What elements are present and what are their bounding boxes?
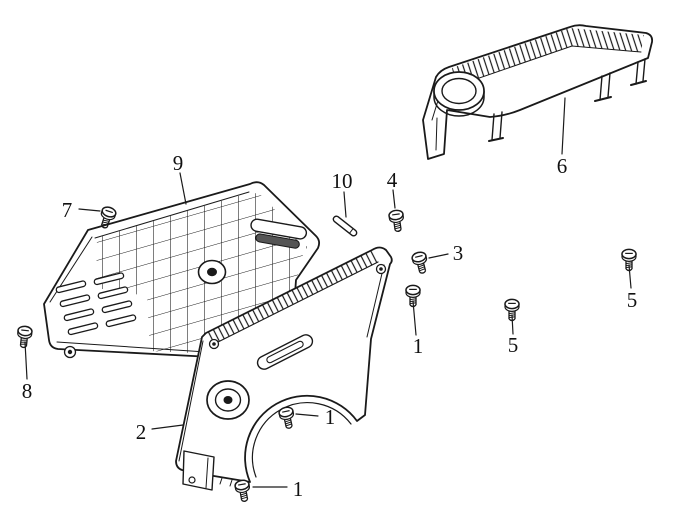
louver-slot bbox=[105, 314, 137, 328]
leg-pin bbox=[491, 111, 503, 141]
part-9-corner-grommet bbox=[63, 345, 77, 359]
callout-7: 7 bbox=[62, 198, 73, 222]
louver-slot bbox=[59, 294, 91, 308]
screw-part-8 bbox=[15, 324, 34, 349]
callout-8: 8 bbox=[22, 379, 33, 403]
part-2-arch-inner-edge bbox=[251, 402, 352, 478]
part-2-flange-inner-edge bbox=[211, 261, 379, 346]
callout-4: 4 bbox=[387, 168, 398, 192]
louver-slot bbox=[55, 280, 87, 294]
callout-9: 9 bbox=[173, 151, 184, 175]
leader-line-4 bbox=[392, 189, 396, 209]
callout-5-mid: 5 bbox=[508, 333, 519, 357]
part-9-grille-panel bbox=[43, 181, 321, 359]
part-2-outline bbox=[175, 246, 393, 483]
part-10-pin bbox=[332, 215, 358, 237]
leader-line-9 bbox=[179, 172, 187, 205]
part-6-top-cover bbox=[422, 24, 654, 160]
louver-slot bbox=[97, 286, 129, 300]
leader-line-8 bbox=[24, 341, 28, 380]
leader-line-10 bbox=[343, 191, 347, 218]
port-inner-rim bbox=[441, 77, 477, 105]
boss-hub bbox=[223, 396, 233, 404]
leg-foot bbox=[630, 80, 647, 86]
louver-slot bbox=[67, 322, 99, 336]
tab-hole bbox=[188, 476, 196, 484]
leg-pin bbox=[635, 58, 646, 85]
leader-lines bbox=[24, 97, 632, 488]
part-6-band-inner-edge bbox=[455, 45, 642, 87]
part-2-slot bbox=[256, 334, 314, 370]
callout-3: 3 bbox=[453, 241, 464, 265]
louver-slot bbox=[93, 272, 125, 286]
part-6-mount-legs bbox=[488, 58, 647, 142]
pin-end-line bbox=[349, 228, 354, 234]
part-2-arch-panel bbox=[175, 246, 393, 491]
part-2-corner-tab bbox=[182, 450, 215, 491]
slot-inner bbox=[266, 340, 304, 364]
louver-slot bbox=[63, 308, 95, 322]
part-2-screw-hole-top-left bbox=[208, 338, 220, 350]
screw-part-4 bbox=[387, 208, 406, 234]
leader-line-6 bbox=[561, 97, 566, 155]
hole-inner bbox=[379, 267, 383, 271]
leg-foot bbox=[594, 96, 612, 102]
screw-part-1-bottom bbox=[233, 478, 253, 504]
part-2-left-inner-edge bbox=[178, 340, 204, 462]
pin-body bbox=[332, 215, 358, 237]
callout-labels: 9 7 10 4 3 6 5 5 1 8 2 1 1 bbox=[22, 151, 638, 501]
bracket-inner bbox=[255, 233, 300, 249]
part-9-handle-bracket bbox=[250, 218, 308, 249]
part-9-louver-slots bbox=[55, 272, 137, 336]
boss-hub bbox=[207, 267, 217, 277]
louver-slot bbox=[101, 300, 133, 314]
leader-line-1-top bbox=[412, 300, 417, 336]
part-6-round-port bbox=[433, 71, 485, 117]
leader-line-5-right bbox=[628, 264, 632, 289]
grommet-inner bbox=[67, 349, 73, 355]
port-collar bbox=[433, 90, 485, 117]
boss-mid-ring bbox=[214, 388, 242, 412]
part-2-hatched-flange bbox=[206, 250, 378, 345]
part-9-center-boss bbox=[197, 259, 227, 285]
callout-1-mid: 1 bbox=[325, 405, 336, 429]
part-2-screw-hole-top-right bbox=[375, 263, 387, 275]
leg-foot bbox=[488, 137, 504, 142]
callout-2: 2 bbox=[136, 420, 147, 444]
leader-line-3 bbox=[428, 253, 449, 259]
callout-6: 6 bbox=[557, 154, 568, 178]
screw-part-3 bbox=[410, 250, 431, 276]
callout-10: 10 bbox=[332, 169, 353, 193]
callout-1-bottom: 1 bbox=[293, 477, 304, 501]
leg-pin bbox=[599, 72, 611, 101]
tab-inner-line bbox=[205, 457, 209, 489]
leader-line-5-mid bbox=[511, 314, 514, 335]
leader-line-1-mid bbox=[295, 413, 319, 417]
callout-1-top: 1 bbox=[413, 334, 424, 358]
leader-line-2 bbox=[151, 424, 184, 430]
port-outer-rim bbox=[433, 71, 485, 111]
part-6-hatched-band bbox=[452, 28, 644, 86]
part-2-center-boss bbox=[206, 380, 250, 420]
tab-outline bbox=[182, 450, 215, 491]
leader-line-7 bbox=[78, 208, 101, 212]
hole-inner bbox=[212, 342, 216, 346]
callout-5-right: 5 bbox=[627, 288, 638, 312]
bracket-outer bbox=[250, 218, 308, 240]
part-2-right-inner-edge bbox=[366, 264, 385, 338]
screw-part-1-mid bbox=[277, 405, 298, 431]
